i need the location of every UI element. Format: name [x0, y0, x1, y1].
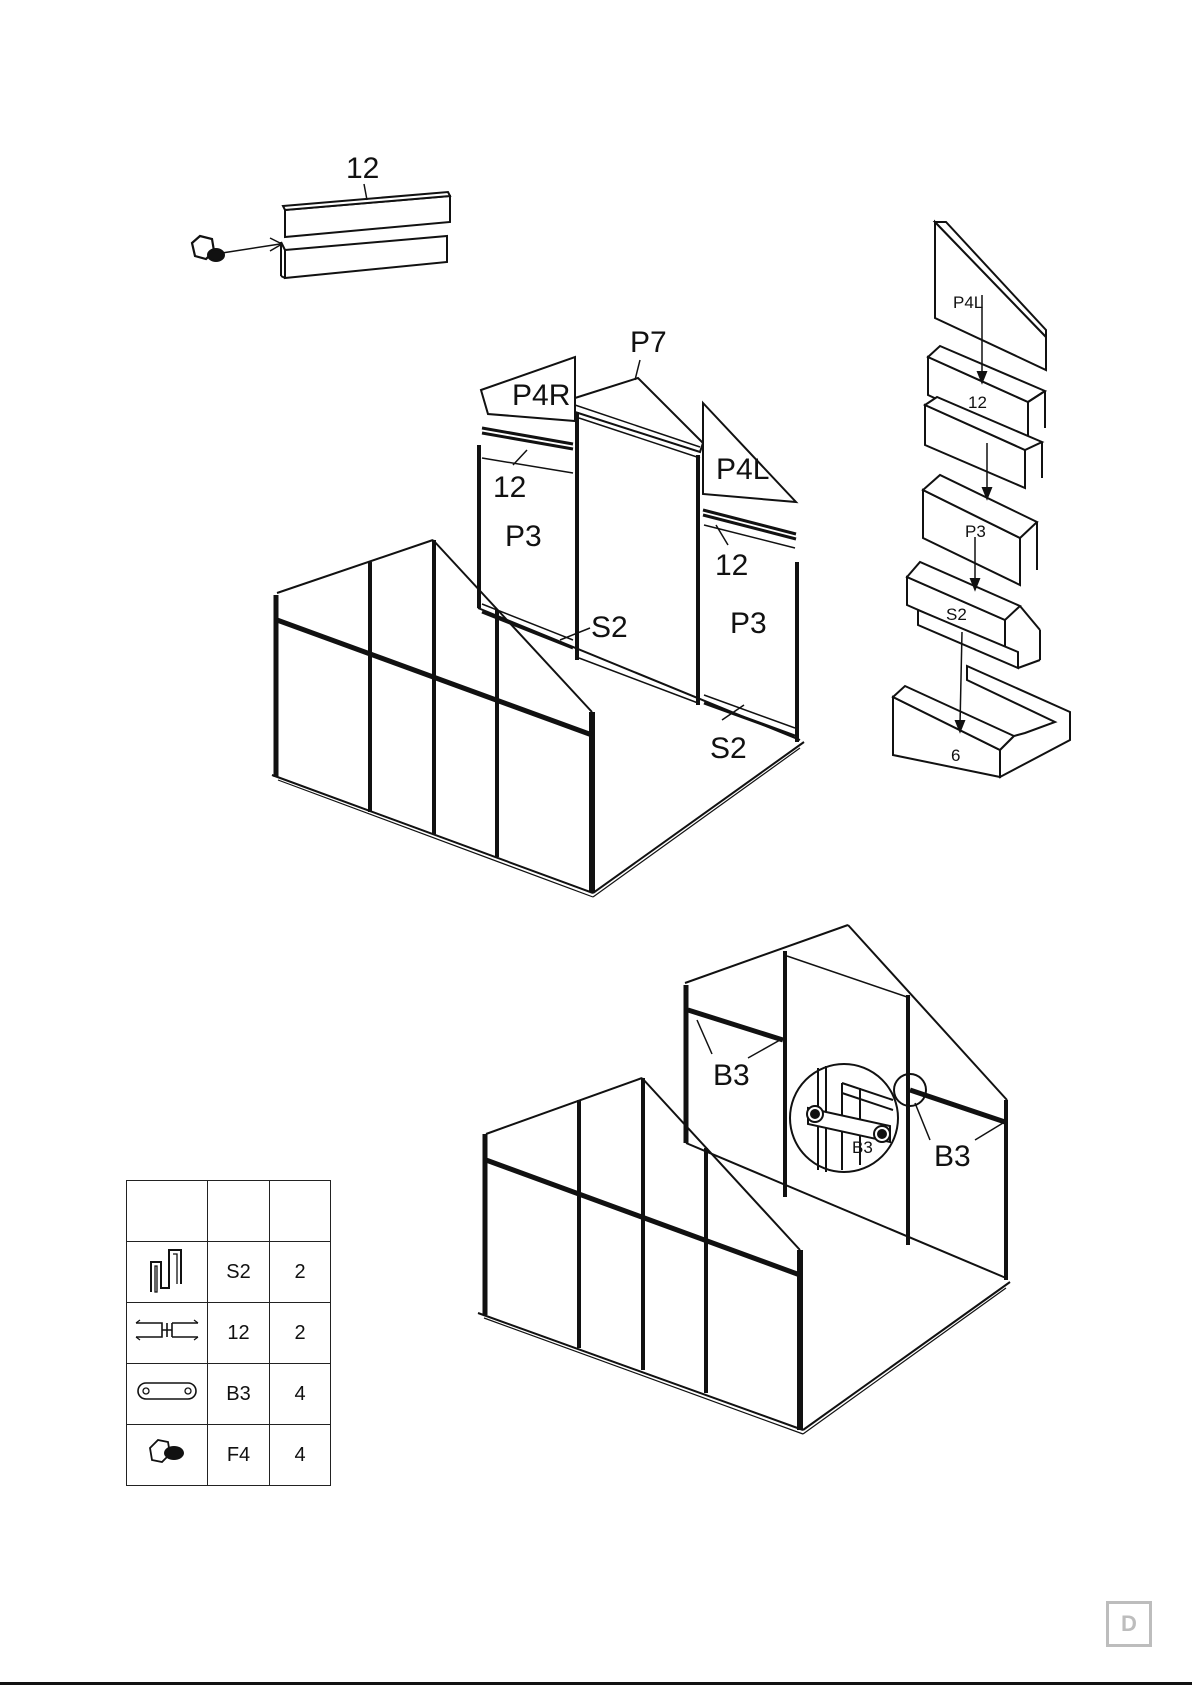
part-code: S2 [208, 1242, 270, 1303]
plate-icon [127, 1364, 208, 1425]
step1-detail: 12 [192, 152, 450, 278]
step1-label-p3-left: P3 [505, 520, 542, 553]
header-cell-empty [270, 1181, 331, 1242]
parts-table-header [127, 1181, 331, 1242]
step2-label-b3-right: B3 [934, 1140, 971, 1173]
stack-label-p4l: P4L [953, 293, 983, 312]
parts-row: F4 4 [127, 1425, 331, 1486]
step1-label-p4r: P4R [512, 379, 570, 412]
step2-label-b3-left: B3 [713, 1059, 750, 1092]
step1-detail-label-12: 12 [346, 152, 379, 185]
part-qty: 2 [270, 1303, 331, 1364]
step2-label-b3-detail: B3 [852, 1138, 873, 1157]
parts-row: B3 4 [127, 1364, 331, 1425]
step1-label-12-left: 12 [493, 471, 526, 504]
step1-label-12-right: 12 [715, 549, 748, 582]
exploded-stack: P4L 12 P3 S2 6 [893, 222, 1070, 777]
part-code: B3 [208, 1364, 270, 1425]
stack-label-6: 6 [951, 746, 960, 765]
step1-label-p4l: P4L [716, 453, 769, 486]
step1-label-s2-upper: S2 [591, 611, 628, 644]
h-profile-icon [127, 1303, 208, 1364]
stack-label-s2: S2 [946, 605, 967, 624]
step1-label-p7: P7 [630, 326, 667, 359]
bolt-icon [127, 1425, 208, 1486]
header-cell-empty [208, 1181, 270, 1242]
step1-label-s2-lower: S2 [710, 732, 747, 765]
part-code: F4 [208, 1425, 270, 1486]
parts-row: S2 2 [127, 1242, 331, 1303]
part-qty: 4 [270, 1425, 331, 1486]
stack-label-12: 12 [968, 393, 987, 412]
part-qty: 4 [270, 1364, 331, 1425]
s2-profile-icon [127, 1242, 208, 1303]
step2-main-assembly: B3 B3 B3 [478, 925, 1010, 1434]
step1-label-p3-right: P3 [730, 607, 767, 640]
stack-label-p3: P3 [965, 522, 986, 541]
page-section-letter: D [1106, 1601, 1152, 1647]
header-cell-empty [127, 1181, 208, 1242]
step1-main-assembly: P7 P4R P4L 12 12 P3 P3 S2 S2 [272, 326, 804, 897]
part-qty: 2 [270, 1242, 331, 1303]
parts-row: 12 2 [127, 1303, 331, 1364]
parts-table: S2 2 12 2 B3 4 F4 4 [126, 1180, 331, 1486]
part-code: 12 [208, 1303, 270, 1364]
